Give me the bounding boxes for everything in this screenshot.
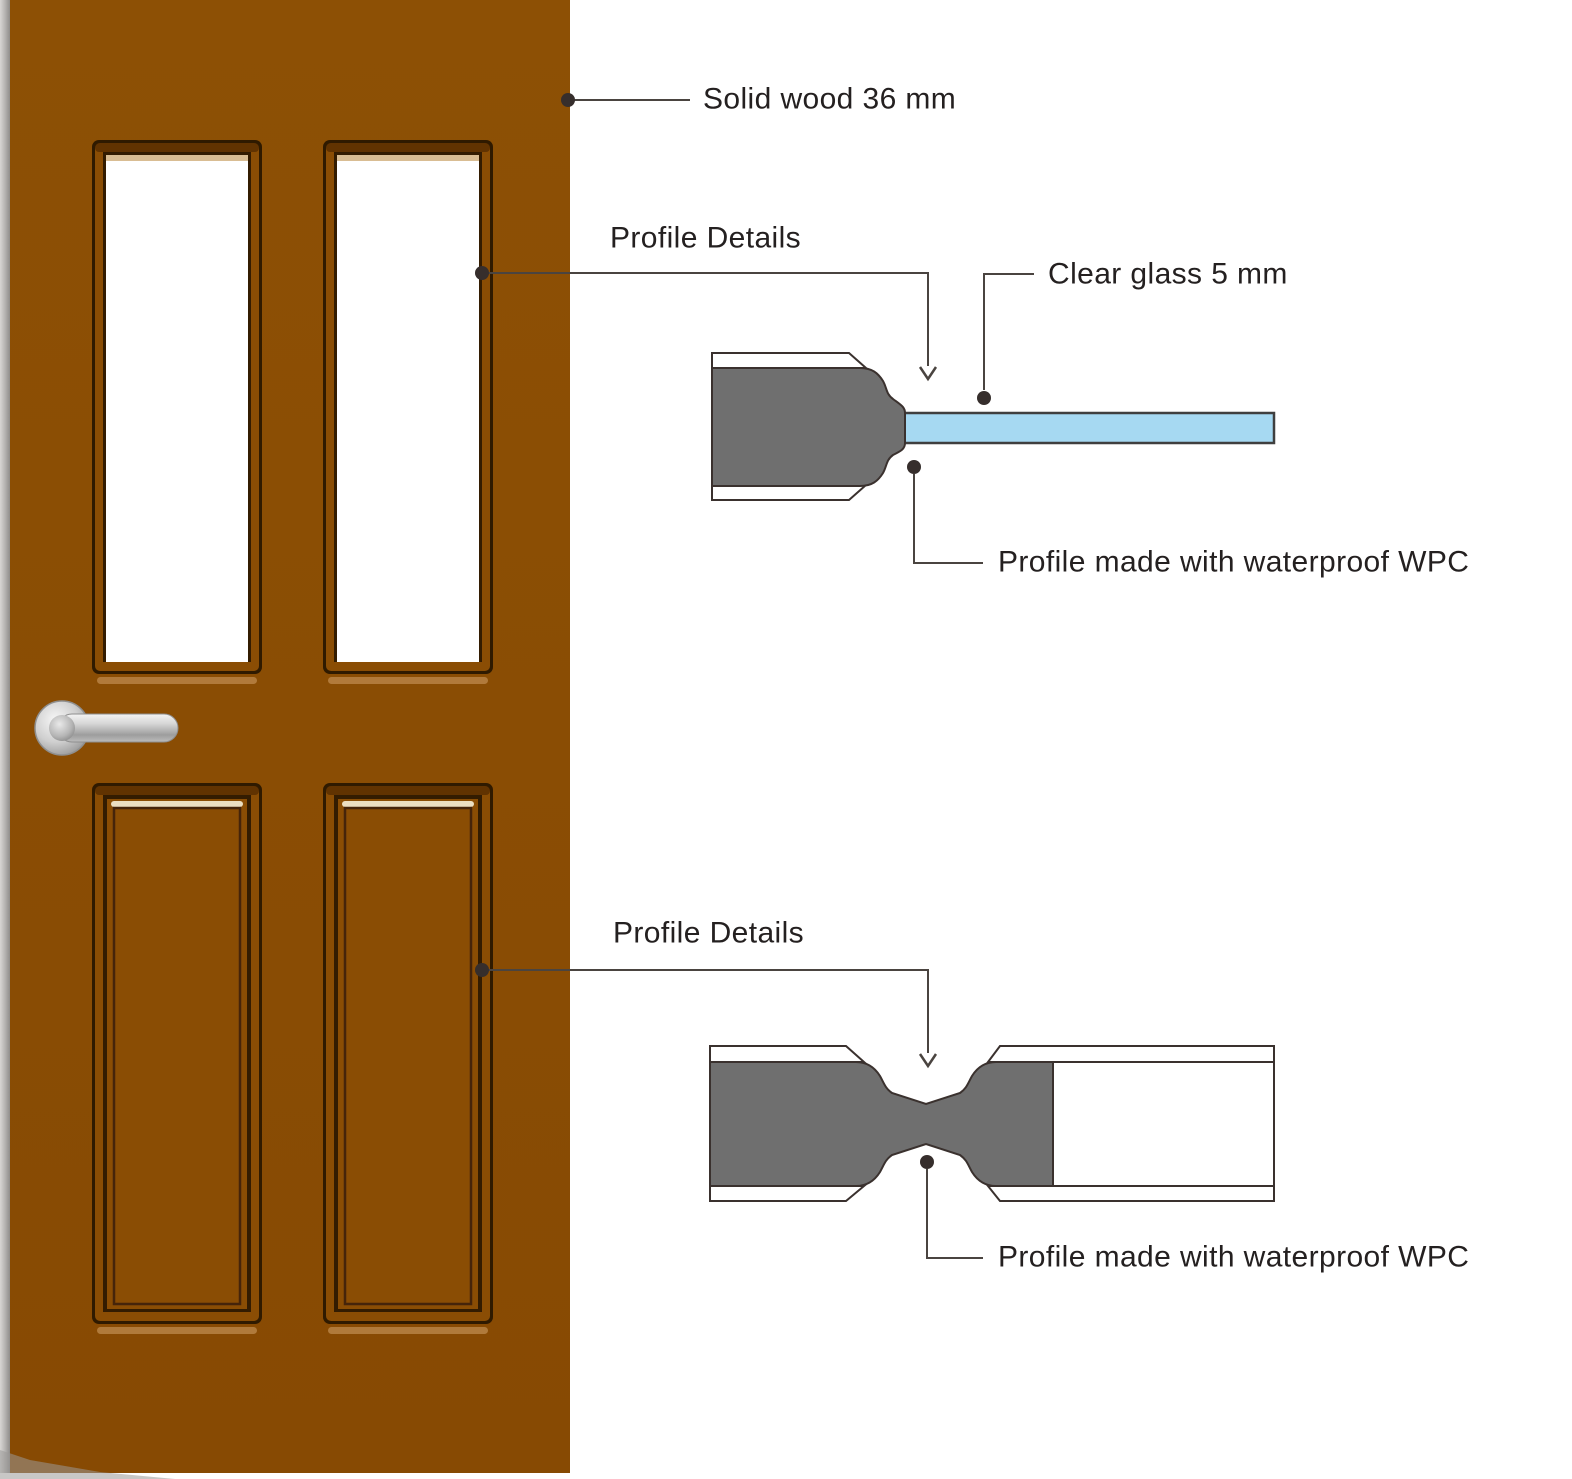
panel-top-shadow [326,143,490,152]
panel-under-highlight [97,677,257,684]
callout-dot [561,93,575,107]
panel-top-shadow [326,786,490,795]
panel-under-highlight [97,1327,257,1334]
leader-solid-wood [561,93,690,107]
wood-band-top-right [986,1045,1275,1063]
solid-panel-bottom-left [92,783,262,1334]
glass-panel-top-left [92,140,262,684]
wood-band-top-left [709,1045,867,1063]
leader-profile-details-top [475,266,938,382]
panel-top-shadow [95,143,259,152]
door-edge-strip [0,0,10,1473]
label-profile-details-top: Profile Details [610,221,802,255]
door-floor-shadow [0,1450,175,1479]
panel-field [107,799,247,1309]
solid-panel-bottom-right [323,783,493,1334]
wpc-profile-shape [711,367,906,487]
wpc-profile-joint-shape [709,1061,1054,1187]
door-handle [34,700,179,756]
panel-under-highlight [328,1327,488,1334]
panel-molding-line [343,806,473,1306]
glass-pane-white [337,161,479,662]
panel-top-highlight [337,155,479,161]
panel-top-highlight [106,155,248,161]
callout-dot [907,460,921,474]
glass-panel-top-right [323,140,493,684]
leader-wpc-bottom [920,1155,983,1259]
handle-lever [57,713,179,743]
leader-profile-details-bottom [475,963,938,1069]
door [0,0,570,1479]
profile-section-panel [709,1045,1275,1202]
label-profile-details-bottom: Profile Details [613,916,805,950]
label-clear-glass: Clear glass 5 mm [1048,257,1288,291]
panel-field [338,799,478,1309]
panel-bright-highlight [342,801,474,807]
leader-clear-glass [977,273,1034,405]
handle-hub [49,715,75,741]
arrowhead-down-icon [918,366,938,382]
wood-band-bottom [711,484,869,501]
callout-dot [920,1155,934,1169]
callout-dot [977,391,991,405]
callout-dot [475,266,489,280]
panel-core-section [1052,1061,1275,1187]
label-wpc-top: Profile made with waterproof WPC [998,545,1470,579]
label-wpc-bottom: Profile made with waterproof WPC [998,1240,1470,1274]
label-solid-wood: Solid wood 36 mm [703,82,957,116]
panel-under-highlight [328,677,488,684]
glass-pane-white [106,161,248,662]
wood-band-bottom-right [985,1185,1275,1202]
arrowhead-down-icon [918,1053,938,1069]
panel-top-shadow [95,786,259,795]
wood-band-bottom-left [709,1185,867,1202]
callout-dot [475,963,489,977]
leader-wpc-top [907,460,983,564]
profile-section-glazing [711,352,1276,501]
wood-band-top [711,352,869,369]
panel-bright-highlight [111,801,243,807]
glass-pane-section [901,411,1276,445]
panel-molding-line [112,806,242,1306]
callout-leaders [475,93,1034,1259]
